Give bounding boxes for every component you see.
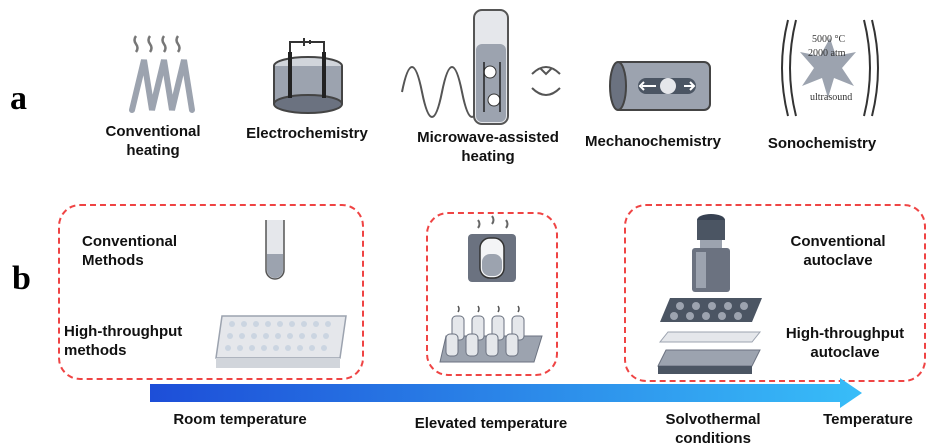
room-temperature-label: Room temperature (173, 411, 307, 428)
method-label-mechanochemistry: Mechanochemistry (585, 133, 721, 150)
ball-mill-icon (608, 58, 718, 114)
sono-ultrasound-text: ultrasound (810, 92, 853, 103)
test-tube-icon (264, 218, 286, 282)
solvothermal-conditions-label: Solvothermal conditions (665, 411, 761, 447)
panel-label-a: a (10, 80, 27, 117)
multi-autoclave-icon (656, 296, 764, 376)
solvothermal-box (624, 204, 926, 382)
method-label-microwave: Microwave-assisted heating (417, 129, 559, 165)
well-plate-icon (212, 312, 350, 370)
ultrasound-icon (776, 16, 886, 120)
panel-label-b: b (12, 260, 31, 297)
sono-pressure-text: 2000 atm (808, 48, 846, 59)
heated-vial-icon (462, 214, 522, 284)
sono-temp-text: 5000 °C (812, 34, 846, 45)
temperature-arrow (150, 378, 862, 408)
conventional-autoclave-label: Conventional autoclave (790, 233, 886, 269)
elevated-temperature-box (426, 212, 558, 376)
method-label-electrochemistry: Electrochemistry (246, 125, 368, 142)
room-temperature-box (58, 204, 364, 380)
method-label-conventional-heating: Conventional heating (105, 123, 201, 159)
elevated-temperature-label: Elevated temperature (414, 415, 568, 432)
conventional-methods-label: Conventional Methods (82, 233, 178, 269)
method-label-sonochemistry: Sonochemistry (767, 135, 877, 152)
high-throughput-autoclave-label: High-throughput autoclave (785, 325, 905, 361)
temperature-axis-label: Temperature (823, 411, 913, 428)
autoclave-icon (688, 212, 734, 294)
heated-vial-array-icon (438, 292, 550, 366)
electrochemical-cell-icon (270, 36, 346, 114)
heating-coil-icon (128, 30, 200, 114)
microwave-tube-icon (401, 4, 582, 128)
high-throughput-methods-label: High-throughput methods (64, 323, 183, 359)
